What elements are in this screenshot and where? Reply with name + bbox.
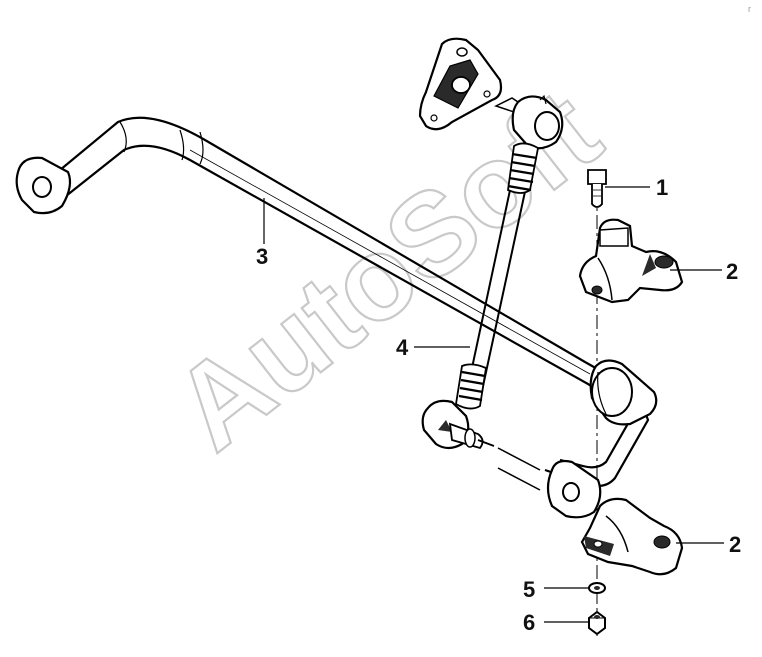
stabilizer-bar xyxy=(15,116,658,519)
nut xyxy=(588,610,606,636)
leader-lines xyxy=(263,186,724,623)
clamp-upper xyxy=(578,218,684,304)
clamp-lower-body xyxy=(580,497,684,576)
bar-highlight xyxy=(189,149,591,375)
callout-4: 4 xyxy=(396,335,409,360)
callout-2-lower: 2 xyxy=(729,532,741,557)
washer xyxy=(588,582,606,594)
connecting-link xyxy=(418,37,564,450)
callout-5: 5 xyxy=(523,577,535,602)
callout-3: 3 xyxy=(256,244,268,269)
callout-2-upper: 2 xyxy=(726,259,738,284)
bar-left-eye-hole xyxy=(32,176,52,198)
corner-mark: r xyxy=(748,4,751,14)
lower-boot xyxy=(455,363,487,410)
callout-1: 1 xyxy=(656,175,668,200)
callout-6: 6 xyxy=(523,610,535,635)
bolt xyxy=(587,169,607,208)
clamp-lower xyxy=(580,497,684,576)
callouts: 1 2 2 3 4 5 6 xyxy=(256,175,741,635)
